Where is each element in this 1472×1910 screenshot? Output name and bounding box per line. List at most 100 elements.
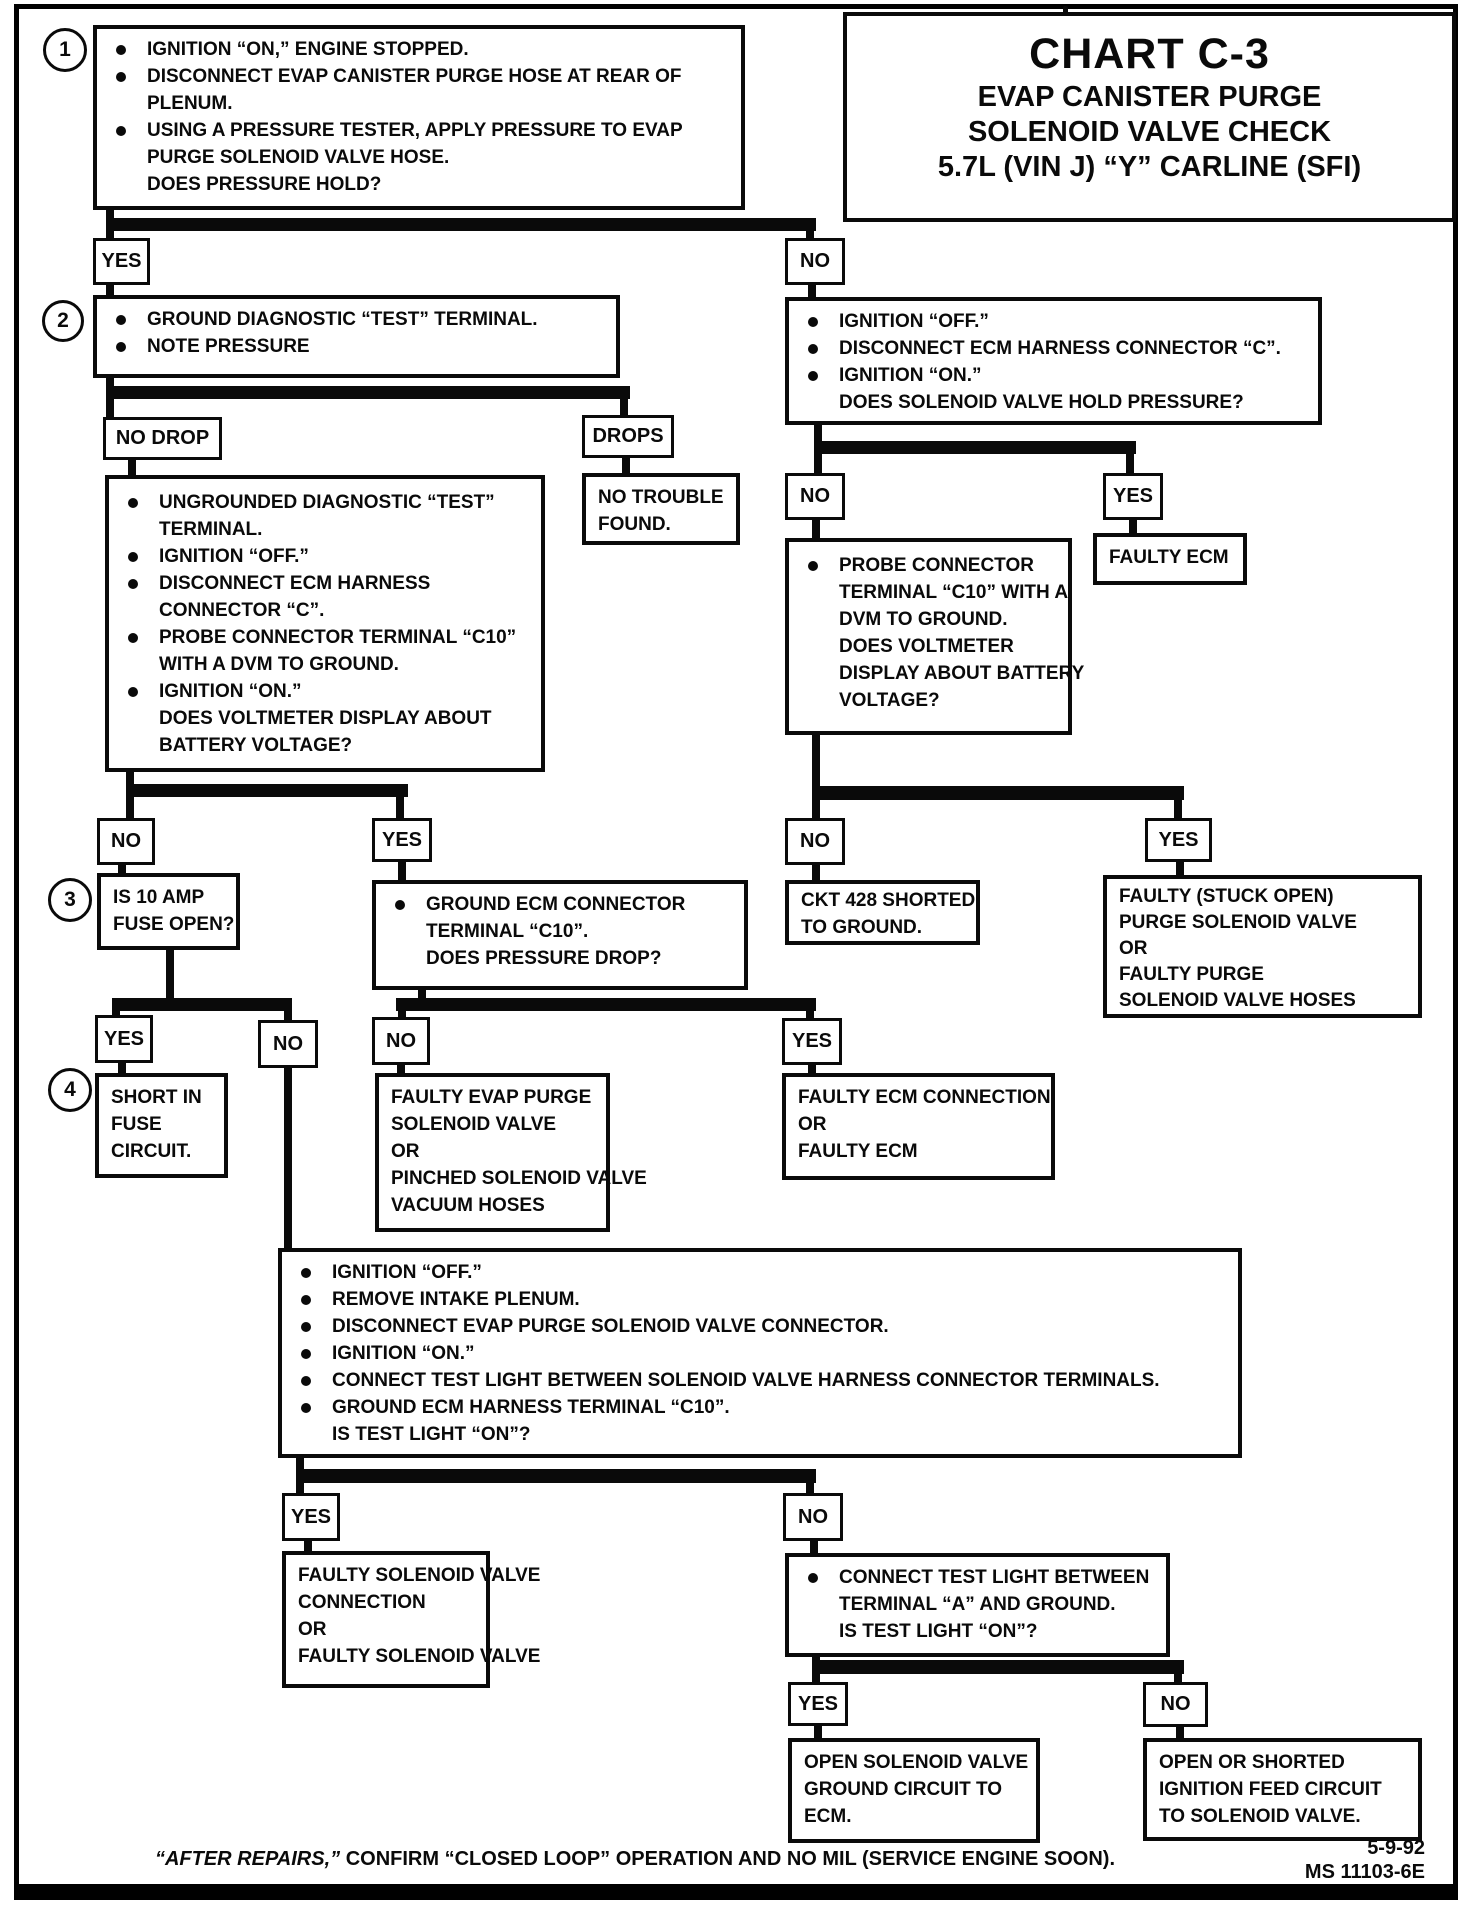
yes-label: YES (1103, 473, 1163, 520)
node-text: IGNITION “OFF.” (119, 543, 531, 570)
node-text: TERMINAL “A” AND GROUND. (839, 1594, 1116, 1615)
node-short-in-fuse: SHORT IN FUSE CIRCUIT. (95, 1073, 228, 1178)
yes-label: YES (788, 1682, 848, 1726)
connector (296, 1483, 304, 1494)
node-text: PROBE CONNECTOR (799, 552, 1058, 579)
yes-label: YES (372, 818, 432, 862)
connector (622, 458, 630, 473)
node-probe-c10: PROBE CONNECTOR TERMINAL “C10” WITH A DV… (785, 538, 1084, 735)
connector (814, 1726, 822, 1739)
node-ungrounded: UNGROUNDED DIAGNOSTIC “TEST” TERMINAL. I… (105, 475, 545, 772)
node-text: PURGE SOLENOID VALVE (1119, 912, 1357, 933)
footer-note: “AFTER REPAIRS,” CONFIRM “CLOSED LOOP” O… (100, 1848, 1170, 1871)
node-text: REMOVE INTAKE PLENUM. (292, 1286, 1228, 1313)
connector (812, 1660, 1184, 1674)
footer-rest: CONFIRM “CLOSED LOOP” OPERATION AND NO M… (340, 1848, 1116, 1870)
node-text: OR (798, 1114, 827, 1135)
node-text: FUSE OPEN? (113, 914, 235, 935)
connector (812, 800, 820, 819)
node-text: PURGE SOLENOID VALVE HOSE. (147, 147, 450, 168)
connector (126, 797, 134, 818)
node-terminal-a-check: CONNECT TEST LIGHT BETWEEN TERMINAL “A” … (785, 1553, 1170, 1657)
connector (396, 797, 404, 818)
connector (284, 1068, 292, 1248)
node-text: NOTE PRESSURE (107, 333, 606, 360)
node-no-trouble: NO TROUBLE FOUND. (582, 473, 740, 545)
node-text: TERMINAL. (159, 519, 263, 540)
node-text: OR (298, 1619, 327, 1640)
title-box: CHART C-3 EVAP CANISTER PURGE SOLENOID V… (843, 12, 1456, 222)
connector (1176, 1725, 1184, 1739)
no-label: NO (97, 818, 155, 865)
connector (812, 786, 1184, 800)
node-text: UNGROUNDED DIAGNOSTIC “TEST” (119, 489, 531, 516)
doc-date: 5-9-92 (1367, 1837, 1425, 1859)
node-text: DVM TO GROUND. (839, 609, 1008, 630)
node-ground-ecm-c10: GROUND ECM CONNECTOR TERMINAL “C10”. DOE… (372, 880, 748, 990)
connector (808, 285, 816, 299)
node-text: FAULTY ECM (1109, 547, 1229, 568)
no-label: NO (785, 238, 845, 285)
no-label: NO (372, 1017, 430, 1065)
step-circle-1: 1 (43, 28, 87, 72)
node-text: DOES PRESSURE HOLD? (147, 174, 382, 195)
node-text: CONNECTION (298, 1592, 426, 1613)
connector (1176, 862, 1184, 876)
node-text: SHORT IN (111, 1087, 202, 1108)
node-open-shorted-ignition: OPEN OR SHORTED IGNITION FEED CIRCUIT TO… (1143, 1738, 1422, 1841)
node-text: USING A PRESSURE TESTER, APPLY PRESSURE … (107, 117, 731, 144)
node-fuse-check: IS 10 AMP FUSE OPEN? (97, 873, 240, 950)
connector (284, 1011, 292, 1021)
node-text: FUSE (111, 1114, 162, 1135)
node-text: NO TROUBLE (598, 487, 724, 508)
connector (814, 441, 1136, 454)
node-text: DISCONNECT EVAP PURGE SOLENOID VALVE CON… (292, 1313, 1228, 1340)
node-text: TO SOLENOID VALVE. (1159, 1806, 1361, 1827)
node-text: TERMINAL “C10” WITH A (839, 582, 1069, 603)
connector (112, 1011, 120, 1017)
node-text: DISCONNECT ECM HARNESS (119, 570, 531, 597)
connector (418, 990, 426, 1000)
connector (106, 386, 630, 399)
connector (106, 399, 114, 417)
node-faulty-solenoid-connection: FAULTY SOLENOID VALVE CONNECTION OR FAUL… (282, 1551, 540, 1688)
connector (118, 1063, 126, 1074)
node-text: PLENUM. (147, 93, 233, 114)
node-text: OR (391, 1141, 420, 1162)
connector (812, 520, 820, 539)
node-text: OPEN SOLENOID VALVE (804, 1752, 1029, 1773)
node-text: OR (1119, 938, 1148, 959)
node-text: IGNITION “ON,” ENGINE STOPPED. (107, 36, 731, 63)
yes-label: YES (1145, 818, 1212, 862)
connector (106, 378, 114, 390)
node-text: CONNECT TEST LIGHT BETWEEN (799, 1564, 1156, 1591)
node-faulty-evap-purge: FAULTY EVAP PURGE SOLENOID VALVE OR PINC… (375, 1073, 647, 1232)
step-circle-4: 4 (48, 1068, 92, 1112)
step-circle-2: 2 (42, 300, 84, 342)
connector (112, 998, 292, 1011)
connector (812, 1674, 820, 1683)
footer-italic: “AFTER REPAIRS,” (154, 1848, 341, 1870)
connector (812, 865, 820, 881)
node-text: IGNITION “OFF.” (799, 308, 1308, 335)
node-text: CIRCUIT. (111, 1141, 192, 1162)
node-text: DOES VOLTMETER DISPLAY ABOUT (159, 708, 492, 729)
node-text: FAULTY (STUCK OPEN) (1119, 886, 1334, 907)
node-test-light-check: IGNITION “OFF.” REMOVE INTAKE PLENUM. DI… (278, 1248, 1242, 1458)
node-text: DISCONNECT ECM HARNESS CONNECTOR “C”. (799, 335, 1308, 362)
node-text: VOLTAGE? (839, 690, 940, 711)
connector (810, 1541, 818, 1554)
node-text: VACUUM HOSES (391, 1195, 545, 1216)
node-text: TERMINAL “C10”. (426, 921, 589, 942)
node-text: CONNECT TEST LIGHT BETWEEN SOLENOID VALV… (292, 1367, 1228, 1394)
yes-label: YES (95, 1015, 153, 1063)
node-text: IS TEST LIGHT “ON”? (839, 1621, 1038, 1642)
connector (396, 998, 816, 1011)
connector (806, 1483, 814, 1494)
yes-label: YES (782, 1018, 842, 1065)
no-label: NO (783, 1493, 843, 1541)
node-text: TO GROUND. (801, 917, 923, 938)
drops-label: DROPS (582, 415, 674, 458)
page-border (14, 4, 1458, 1900)
